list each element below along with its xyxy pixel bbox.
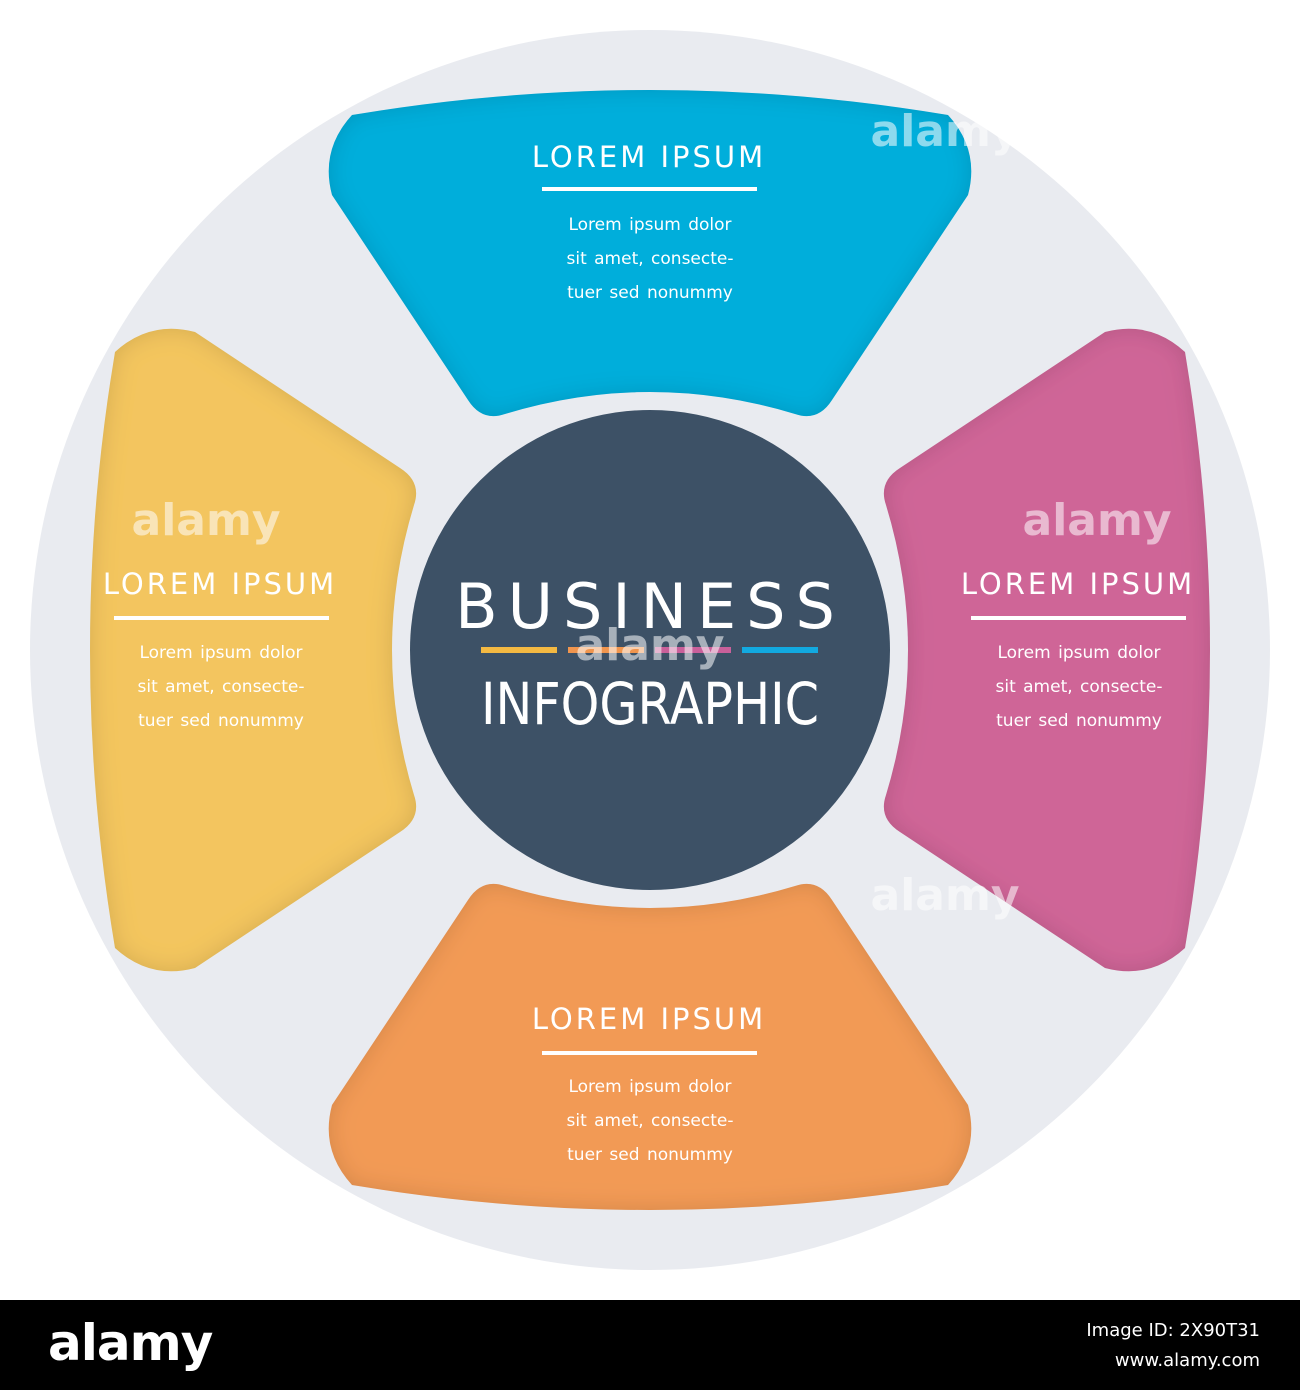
panel-right-line-1: Lorem ipsum dolor	[997, 643, 1160, 663]
panel-left-line-1: Lorem ipsum dolor	[139, 643, 302, 663]
panel-bottom-shape	[328, 883, 972, 1210]
center-title-line2: INFOGRAPHIC	[481, 670, 819, 738]
watermarks: alamy alamy alamy alamy alamy	[132, 106, 1172, 921]
center-circle	[410, 410, 890, 890]
panel-left-line-3: tuer sed nonummy	[138, 711, 304, 731]
panel-right-title: LOREM IPSUM	[961, 567, 1195, 601]
panel-top-line-2: sit amet, consecte-	[566, 249, 733, 269]
panel-bottom-title: LOREM IPSUM	[532, 1002, 766, 1036]
panel-right-divider	[971, 616, 1186, 620]
panel-top-title: LOREM IPSUM	[532, 140, 766, 174]
center-hub: BUSINESS INFOGRAPHIC	[410, 410, 890, 890]
panel-top-divider	[542, 187, 757, 191]
panel-left-divider	[114, 616, 329, 620]
infographic-diagram: LOREM IPSUM Lorem ipsum dolor sit amet, …	[30, 30, 1270, 1270]
footer-logo: alamy	[48, 1314, 213, 1372]
accent-bar-2	[568, 647, 644, 653]
panel-left: LOREM IPSUM Lorem ipsum dolor sit amet, …	[90, 328, 417, 972]
panel-left-title: LOREM IPSUM	[103, 567, 337, 601]
panel-top-line-3: tuer sed nonummy	[567, 283, 733, 303]
accent-bar-4	[742, 647, 818, 653]
panel-bottom-divider	[542, 1051, 757, 1055]
panel-right-shape	[883, 328, 1210, 972]
watermark-top-right: alamy	[871, 106, 1020, 157]
watermark-center: alamy	[576, 620, 725, 671]
panel-top-shape	[328, 90, 972, 417]
panel-bottom-line-2: sit amet, consecte-	[566, 1111, 733, 1131]
panel-bottom-line-1: Lorem ipsum dolor	[568, 1077, 731, 1097]
image-id: Image ID: 2X90T31	[1086, 1320, 1260, 1341]
accent-bar-3	[655, 647, 731, 653]
site-url: www.alamy.com	[1114, 1350, 1260, 1371]
center-title-line1: BUSINESS	[455, 570, 845, 643]
panel-left-line-2: sit amet, consecte-	[137, 677, 304, 697]
watermark-left: alamy	[132, 495, 281, 546]
panel-right-line-3: tuer sed nonummy	[996, 711, 1162, 731]
watermark-bottom-right: alamy	[871, 870, 1020, 921]
panel-right: LOREM IPSUM Lorem ipsum dolor sit amet, …	[883, 328, 1210, 972]
panel-left-shape	[90, 328, 417, 972]
footer-meta: Image ID: 2X90T31 www.alamy.com	[1086, 1316, 1260, 1376]
panel-bottom: LOREM IPSUM Lorem ipsum dolor sit amet, …	[328, 883, 972, 1210]
panel-right-line-2: sit amet, consecte-	[995, 677, 1162, 697]
accent-bar-1	[481, 647, 557, 653]
panel-top: LOREM IPSUM Lorem ipsum dolor sit amet, …	[328, 90, 972, 417]
panel-bottom-line-3: tuer sed nonummy	[567, 1145, 733, 1165]
footer-bar: alamy Image ID: 2X90T31 www.alamy.com	[0, 1300, 1300, 1390]
panel-top-line-1: Lorem ipsum dolor	[568, 215, 731, 235]
watermark-right: alamy	[1023, 495, 1172, 546]
